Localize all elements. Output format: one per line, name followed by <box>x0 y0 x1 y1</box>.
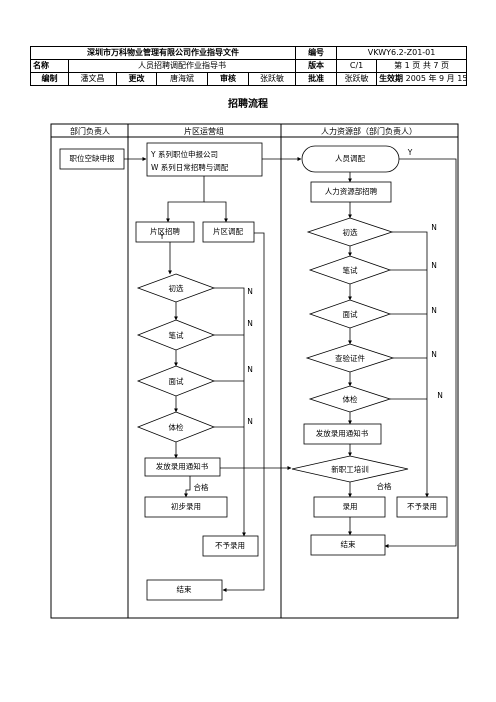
flag-n-d-screen: N <box>247 287 253 296</box>
h-written-diamond <box>308 255 392 285</box>
h-screen-label: 初选 <box>343 227 358 237</box>
h-transfer-box <box>301 145 400 173</box>
flow-frame <box>50 123 459 619</box>
flag-y-transfer: Y <box>407 148 413 157</box>
h-transfer-label: 人员调配 <box>335 154 365 163</box>
effective-value: 2005 年 9 月 15 日 <box>405 74 467 83</box>
flag-y-district: Y <box>159 232 165 241</box>
d-reject-box <box>202 535 259 557</box>
h-hire-box <box>313 496 386 518</box>
d-medical-diamond <box>136 411 216 443</box>
arrow-apply-to-district-recruit <box>166 176 205 223</box>
h-reject-label: 不予录用 <box>407 502 437 511</box>
h-check-diamond <box>305 343 395 373</box>
d-notice-box <box>144 457 221 477</box>
d-written-diamond <box>136 319 216 351</box>
lane-district-ops: 片区运营组 <box>184 126 224 136</box>
flag-n-d-written: N <box>247 319 253 328</box>
flag-n-h-interview: N <box>431 306 437 315</box>
effective-date: 生效期 2005 年 9 月 15 日 <box>376 72 468 86</box>
h-screen-diamond <box>306 217 394 247</box>
flag-n-h-written: N <box>431 261 437 270</box>
d-screen-diamond <box>136 273 216 303</box>
h-recruit-box <box>310 181 392 203</box>
h-training-label: 新职工培训 <box>331 464 369 474</box>
h-recruit-label: 人力资源部招聘 <box>325 186 378 196</box>
arrow-d-notice-to-hire <box>184 476 191 498</box>
apply-box <box>146 142 263 177</box>
d-written-label: 笔试 <box>169 330 184 340</box>
lane-hr: 人力资源部（部门负责人） <box>321 126 417 136</box>
district-transfer-label: 片区调配 <box>213 226 243 236</box>
flag-n-h-medical: N <box>437 391 443 400</box>
d-screen-label: 初选 <box>169 283 184 293</box>
d-reject-label: 不予录用 <box>215 541 245 550</box>
h-check-label: 查验证件 <box>335 353 365 363</box>
flag-n-d-medical: N <box>247 417 253 426</box>
lane-dept-head: 部门负责人 <box>70 126 110 136</box>
district-recruit-label: 片区招聘 <box>150 226 180 236</box>
d-pass-label: 合格 <box>194 482 209 492</box>
h-medical-diamond <box>308 385 392 413</box>
d-end-label: 结束 <box>177 584 192 594</box>
approver-label: 批准 <box>295 72 338 86</box>
effective-label: 生效期 <box>379 74 404 83</box>
document-header-table: 深圳市万科物业管理有限公司作业指导文件 编号 VKWY6.2-Z01-01 名称… <box>29 46 468 86</box>
h-end-box <box>310 534 386 556</box>
h-notice-label: 发放录用通知书 <box>316 428 369 438</box>
h-pass-label: 合格 <box>377 481 392 491</box>
d-hire-label: 初步录用 <box>171 501 201 511</box>
d-end-box <box>146 579 223 601</box>
arrow-apply-to-district-transfer <box>204 201 228 223</box>
h-hire-label: 录用 <box>343 502 358 511</box>
apply-y-label: Y 系列职位申报公司 <box>150 149 218 159</box>
d-interview-diamond <box>136 365 216 397</box>
d-notice-label: 发放录用通知书 <box>156 461 209 471</box>
vacancy-report-label: 职位空缺申报 <box>70 153 115 163</box>
reviser-value: 唐海斌 <box>156 72 208 86</box>
district-transfer-box <box>202 221 255 243</box>
d-medical-label: 体检 <box>169 422 184 432</box>
h-training-diamond <box>291 455 409 483</box>
apply-w-label: W 系列日常招聘与调配 <box>151 162 229 172</box>
arrow-transfer-yes-to-end <box>384 158 457 548</box>
arrow-d-screen-no <box>214 287 246 537</box>
d-hire-box <box>144 496 228 518</box>
h-medical-label: 体检 <box>343 394 358 404</box>
h-interview-label: 面试 <box>343 309 358 319</box>
h-notice-box <box>303 423 382 445</box>
arrow-h-screen-no <box>392 231 429 498</box>
h-end-label: 结束 <box>341 539 356 549</box>
flag-n-h-screen: N <box>431 223 437 232</box>
flag-n-d-interview: N <box>247 365 253 374</box>
district-recruit-box <box>135 221 195 243</box>
d-interview-label: 面试 <box>169 376 184 386</box>
vacancy-report-box <box>59 148 125 170</box>
h-written-label: 笔试 <box>343 265 358 275</box>
arrow-district-transfer-to-end <box>222 232 265 592</box>
reviewer-label: 审核 <box>207 72 249 86</box>
flow-title: 招聘流程 <box>228 99 268 110</box>
reviewer-value: 张跃敏 <box>247 72 297 86</box>
flag-n-h-check: N <box>431 350 437 359</box>
h-interview-diamond <box>308 299 392 329</box>
h-reject-box <box>396 496 448 518</box>
